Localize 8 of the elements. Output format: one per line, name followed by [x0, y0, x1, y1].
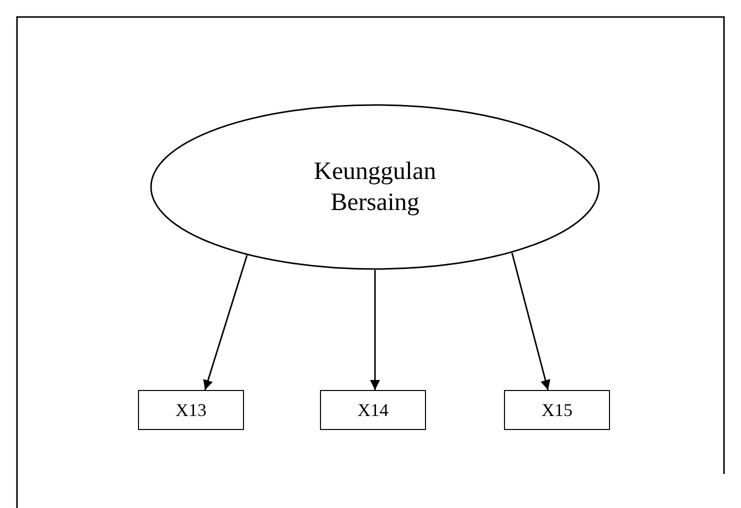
- node-label: Keunggulan Bersaing: [312, 157, 438, 218]
- indicator-box: X14: [320, 390, 426, 430]
- ellipse-node: [150, 104, 600, 270]
- indicator-box: X15: [504, 390, 610, 430]
- indicator-box: X13: [138, 390, 244, 430]
- arrow: [203, 255, 248, 390]
- arrow: [370, 270, 380, 390]
- arrow: [511, 252, 550, 390]
